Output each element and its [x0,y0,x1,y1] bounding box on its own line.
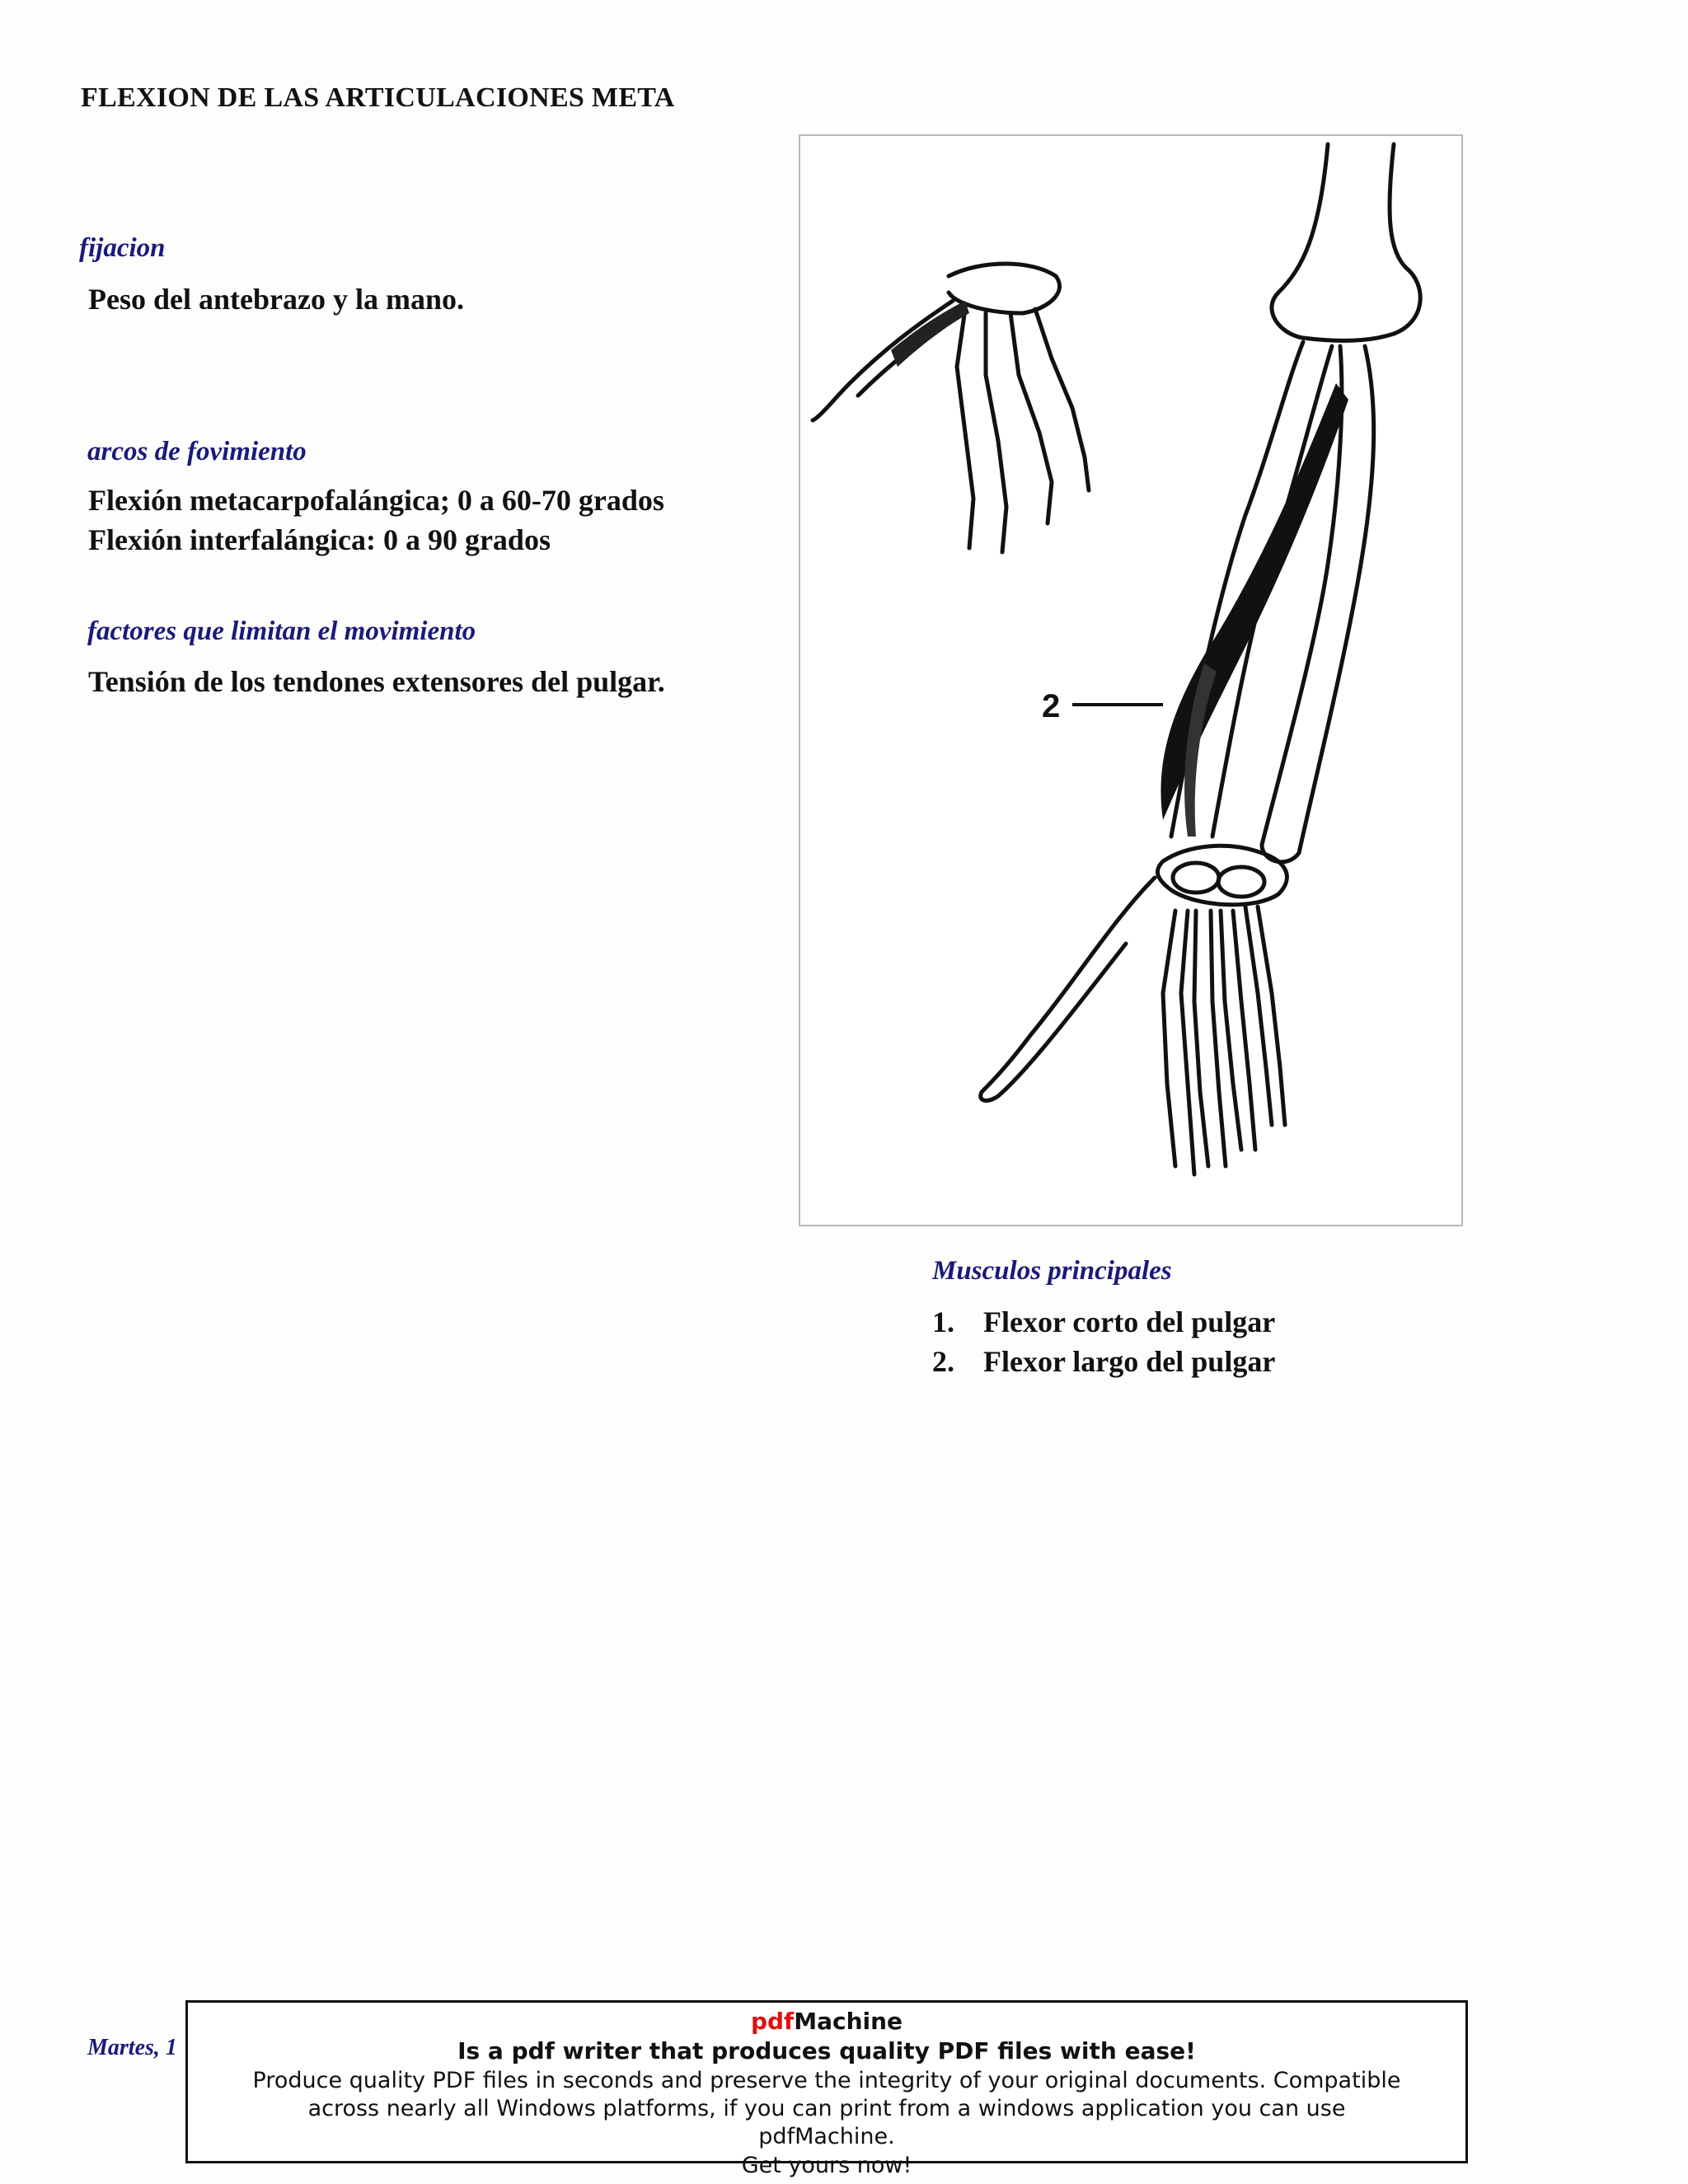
figure-label-2: 2 [1042,688,1060,724]
limits-heading: factores que limitan el movimiento [87,616,476,646]
ad-cta-link[interactable]: Get yours now! [741,2153,912,2178]
list-item: 1.Flexor corto del pulgar [932,1305,1276,1338]
range-line-1: Flexión metacarpofalángica; 0 a 60-70 gr… [88,484,664,517]
fixation-heading: fijacion [79,233,166,263]
arm-hand-skeleton-illustration: 2 [810,142,1423,1177]
muscle-name: Flexor corto del pulgar [983,1305,1276,1338]
muscle-name: Flexor largo del pulgar [983,1345,1276,1378]
muscles-list: 1.Flexor corto del pulgar 2.Flexor largo… [932,1302,1275,1381]
ad-brand: pdfMachine [750,2008,903,2035]
limits-text: Tensión de los tendones extensores del p… [88,665,665,698]
anatomy-figure: 2 [799,134,1463,1226]
ad-description: Produce quality PDF files in seconds and… [252,2068,1401,2149]
range-heading: arcos de fovimiento [87,437,307,466]
page-title: FLEXION DE LAS ARTICULACIONES META [81,82,675,113]
range-line-2: Flexión interfalángica: 0 a 90 grados [88,523,551,556]
ad-tagline: Is a pdf writer that produces quality PD… [457,2037,1196,2064]
pdfmachine-ad-banner[interactable]: pdfMachine Is a pdf writer that produces… [185,2000,1468,2178]
footer-date: Martes, 1 [87,2035,177,2060]
fixation-text: Peso del antebrazo y la mano. [88,283,464,316]
list-item: 2.Flexor largo del pulgar [932,1345,1276,1378]
muscles-heading: Musculos principales [932,1256,1172,1286]
